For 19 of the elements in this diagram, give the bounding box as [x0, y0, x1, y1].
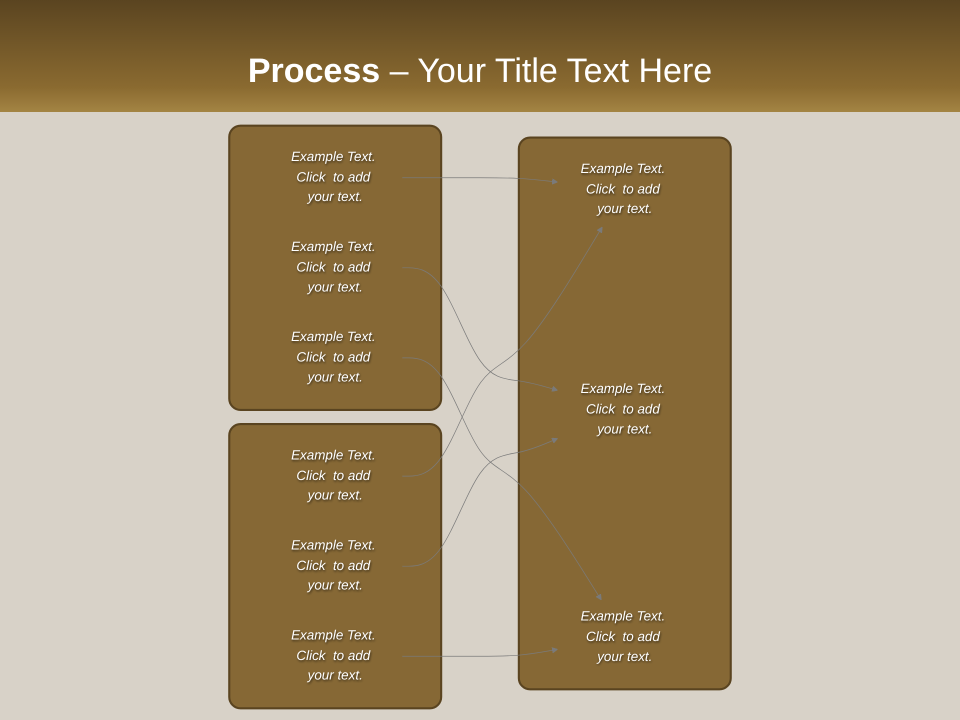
node-text: Example Text. Click to add your text. — [291, 538, 376, 594]
node-text: Example Text. Click to add your text. — [291, 628, 376, 684]
cluster — [228, 124, 442, 411]
arrow — [402, 226, 603, 476]
node-text: Example Text. Click to add your text. — [291, 150, 376, 205]
cluster — [228, 423, 442, 710]
node-text: Example Text. Click to add your text. — [580, 609, 666, 664]
node-text: Example Text. Click to add your text. — [580, 162, 666, 217]
arrow — [402, 267, 558, 392]
arrow — [402, 647, 558, 657]
slide-title: Process – Your Title Text Here — [248, 52, 712, 90]
node-text: Example Text. Click to add your text. — [580, 382, 666, 437]
node-text: Example Text. Click to add your text. — [291, 330, 376, 385]
node-text: Example Text. Click to add your text. — [291, 240, 376, 295]
cluster — [518, 136, 732, 690]
arrow — [402, 438, 558, 567]
node-text: Example Text. Click to add your text. — [291, 448, 376, 504]
arrow — [402, 177, 558, 185]
arrow — [402, 358, 602, 600]
